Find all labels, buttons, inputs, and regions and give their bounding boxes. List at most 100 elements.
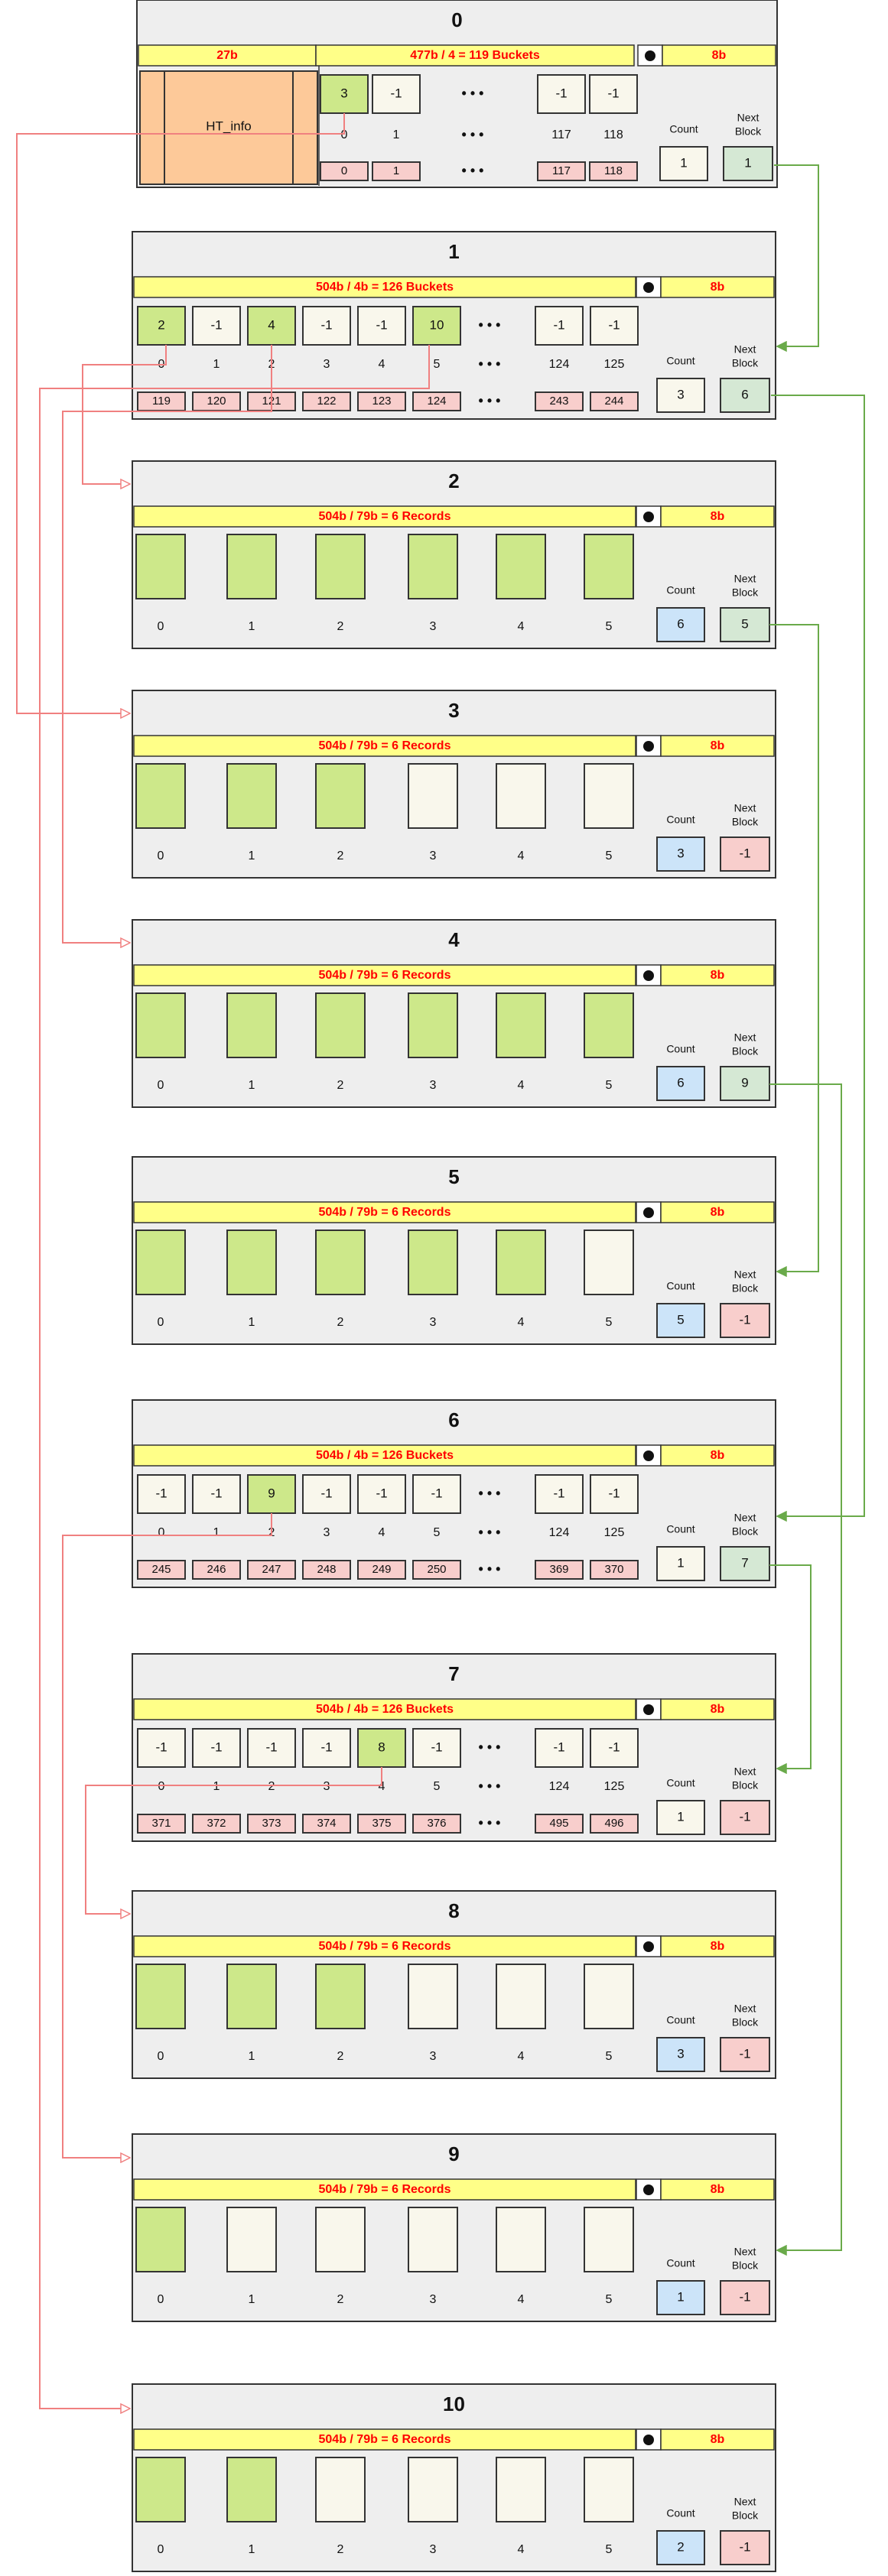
record-index: 4 (518, 1079, 525, 1092)
record-cell (584, 1964, 634, 2029)
bucket-value: -1 (210, 1486, 222, 1500)
record-index: 0 (158, 1079, 164, 1092)
record-cell (135, 992, 186, 1058)
count-box (656, 2530, 705, 2565)
record-index: 0 (158, 2050, 164, 2063)
record-cell (408, 763, 458, 829)
global-index-value: 117 (552, 164, 571, 177)
header-bar (133, 1698, 636, 1720)
global-index-value: 120 (207, 395, 226, 408)
global-index-value: 118 (604, 164, 623, 177)
global-index-cell (357, 1814, 406, 1834)
pointer-bytes-bar (660, 2428, 775, 2451)
global-index-value: 371 (151, 1817, 171, 1830)
bucket-cell (247, 306, 296, 346)
bucket-cell (412, 306, 461, 346)
bucket-index: 1 (393, 128, 400, 141)
bucket-value: 8 (378, 1740, 385, 1754)
next-block-label: Block (732, 357, 759, 369)
next-block-label: Block (732, 1525, 759, 1538)
next-block-value: -1 (739, 2289, 750, 2304)
ellipsis: • • • (479, 356, 501, 372)
next-block-box (720, 1303, 770, 1338)
bucket-cell (302, 1474, 351, 1514)
record-index: 0 (158, 620, 164, 633)
bucket-index: 125 (604, 1780, 625, 1793)
global-index-cell (535, 1814, 584, 1834)
record-cell (584, 763, 634, 829)
record-index: 0 (158, 1316, 164, 1329)
record-index: 1 (249, 1316, 255, 1329)
global-index-cell (302, 391, 351, 411)
header-capacity-label: 504b / 4b = 126 Buckets (316, 1449, 454, 1462)
bucket-index: 125 (604, 358, 625, 371)
bucket-index: 1 (213, 1526, 220, 1539)
bullet-icon (643, 1941, 654, 1952)
global-index-cell (537, 161, 586, 181)
next-block-box (720, 2037, 770, 2072)
bucket-index: 4 (379, 358, 385, 371)
bucket-link-0-to-3 (16, 113, 345, 713)
count-box (656, 378, 705, 413)
count-box (656, 2280, 705, 2315)
record-index: 3 (430, 849, 437, 862)
pointer-bytes-bar (660, 2178, 775, 2201)
record-index: 3 (430, 2050, 437, 2063)
block-number: 8 (448, 1899, 459, 1922)
count-label: Count (669, 123, 698, 135)
count-value: 1 (677, 1555, 684, 1570)
bucket-index: 125 (604, 1526, 625, 1539)
bucket-cell (192, 306, 241, 346)
record-index: 2 (337, 2543, 344, 2556)
header-bar (133, 1201, 636, 1223)
bucket-cell (589, 74, 638, 114)
bucket-cell (535, 306, 584, 346)
next-block-label: Next (734, 573, 756, 585)
bucket-value: -1 (608, 1486, 620, 1500)
record-index: 4 (518, 2050, 525, 2063)
bucket-index: 3 (324, 1526, 330, 1539)
record-cell (584, 534, 634, 599)
next-block-value: -1 (739, 1312, 750, 1327)
bucket-cell (412, 1728, 461, 1768)
record-index: 4 (518, 620, 525, 633)
global-index-cell (590, 1560, 639, 1580)
ellipsis: • • • (479, 1486, 501, 1501)
next-block-value: -1 (739, 846, 750, 860)
bucket-cell (372, 74, 421, 114)
global-index-value: 123 (372, 395, 391, 408)
next-block-label: Next (737, 112, 760, 124)
bucket-index: 5 (434, 358, 441, 371)
header-bar (133, 1935, 636, 1957)
next-block-label: Block (732, 1282, 759, 1294)
global-index-cell (412, 391, 461, 411)
global-index-cell (535, 391, 584, 411)
header-bar (138, 44, 317, 67)
bucket-index: 0 (158, 1780, 165, 1793)
ht-info-box (139, 70, 318, 185)
record-index: 2 (337, 620, 344, 633)
global-index-cell (590, 1814, 639, 1834)
next-block-label: Next (734, 2496, 756, 2508)
bucket-value: -1 (155, 1486, 167, 1500)
bucket-value: -1 (553, 1740, 564, 1754)
next-block-value: 7 (741, 1555, 748, 1570)
record-cell (584, 992, 634, 1058)
bucket-value: -1 (608, 1740, 620, 1754)
global-index-value: 250 (427, 1563, 446, 1576)
record-index: 1 (249, 2543, 255, 2556)
bucket-index: 117 (551, 128, 571, 141)
bucket-cell (247, 1728, 296, 1768)
bucket-cell (537, 74, 586, 114)
block-number: 7 (448, 1662, 459, 1685)
next-block-label: Block (732, 1045, 759, 1057)
record-index: 5 (606, 620, 613, 633)
global-index-value: 249 (372, 1563, 391, 1576)
bucket-value: 4 (268, 317, 275, 332)
bucket-cell (357, 1474, 406, 1514)
ellipsis: • • • (462, 86, 484, 101)
record-index: 1 (249, 620, 255, 633)
count-value: 6 (677, 1075, 684, 1090)
